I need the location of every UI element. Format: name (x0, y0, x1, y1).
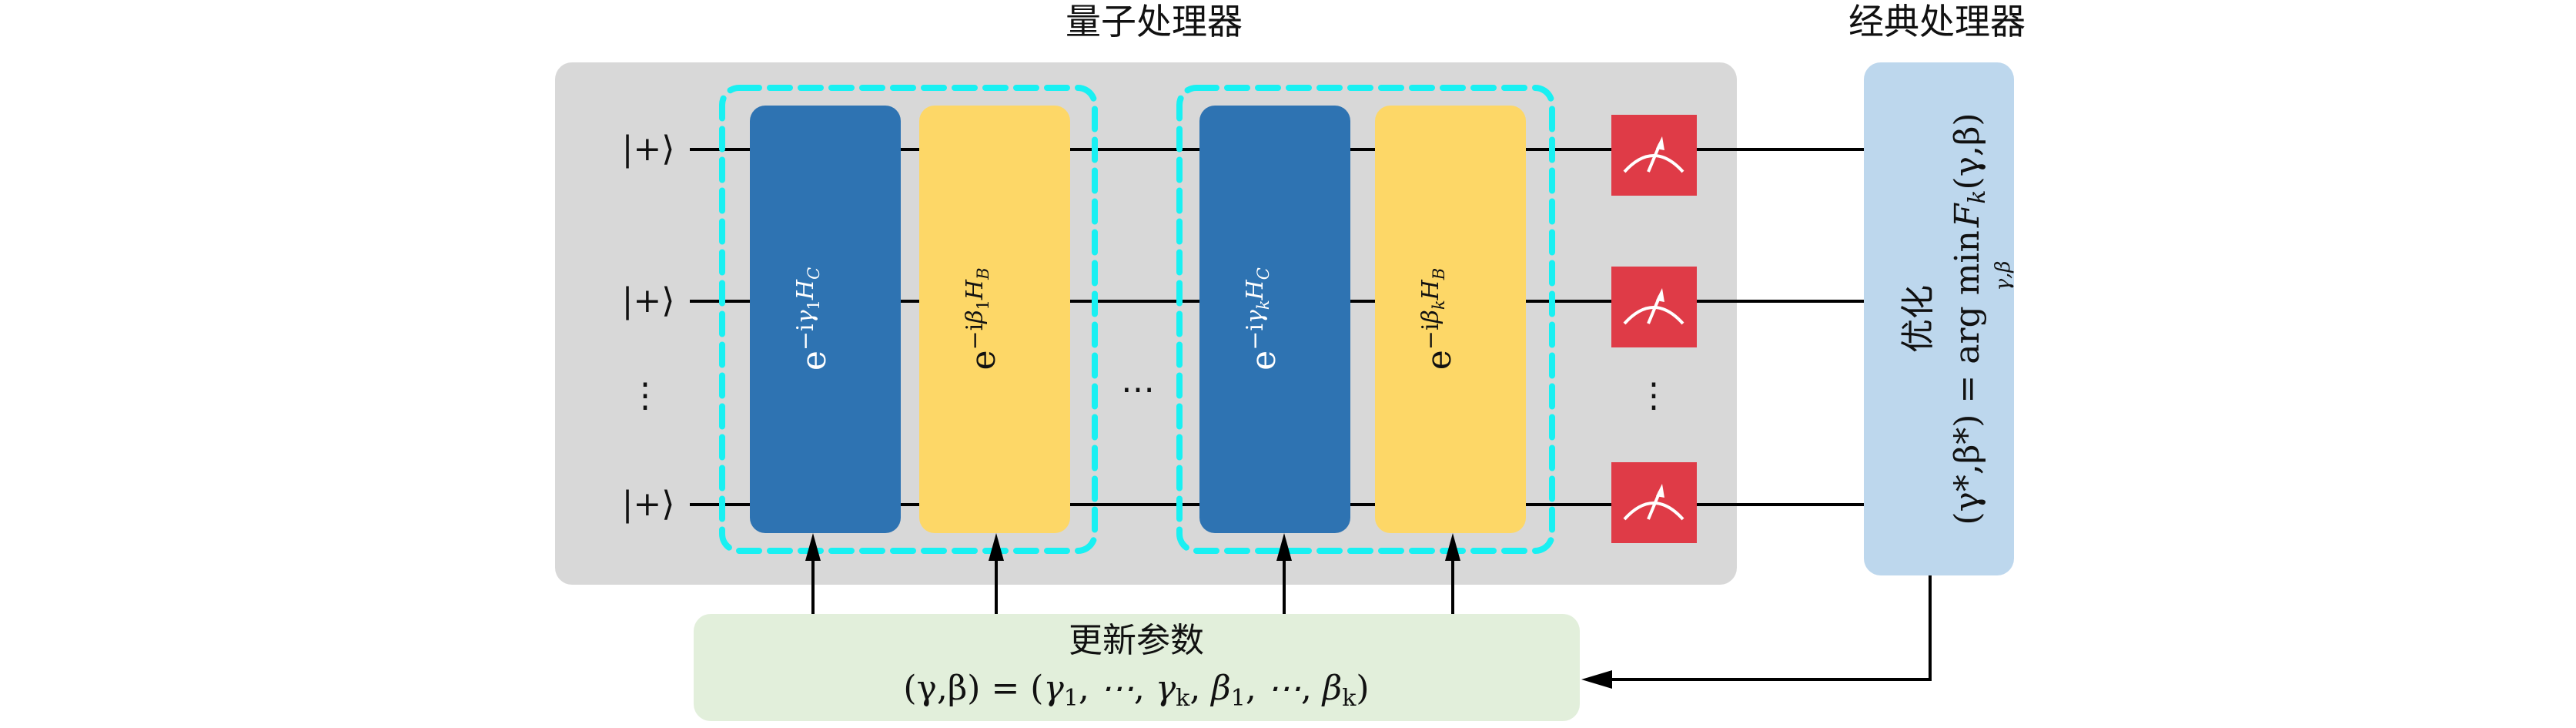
meter-icon (1623, 484, 1684, 521)
measurement-1[interactable] (1611, 115, 1697, 196)
cost-gate-k-label: e−iγkHC (1242, 267, 1283, 371)
measurement-3[interactable] (1611, 462, 1697, 543)
layer-k-outline (1176, 85, 1555, 554)
qubit-ellipsis: ⋮ (628, 376, 662, 415)
param-arrow-4 (1445, 533, 1460, 614)
param-arrow-2 (989, 533, 1004, 614)
measurement-2[interactable] (1611, 267, 1697, 347)
layer-1: e−iγ1HC e−iβ1HB (750, 106, 1070, 533)
classical-processor-title: 经典处理器 (1848, 1, 2026, 42)
feedback-line (1592, 575, 1932, 681)
layer-k: e−iγkHC e−iβkHB (1199, 106, 1526, 533)
param-arrow-3 (1276, 533, 1292, 614)
mixer-gate-1-label: e−iβ1HB (962, 267, 1003, 370)
update-params-formula: (γ,β) = (γ1, ⋯, γk, β1, ⋯, βk) (903, 669, 1369, 712)
qubit-label-2: |+⟩ (622, 281, 675, 320)
cost-gate-1[interactable] (750, 106, 901, 533)
param-arrows (805, 533, 1460, 614)
update-params-box[interactable] (694, 614, 1580, 721)
update-params-title: 更新参数 (1069, 621, 1204, 660)
feedback-arrowhead (1581, 670, 1612, 689)
mixer-gate-1[interactable] (919, 106, 1070, 533)
quantum-processor-title: 量子处理器 (1066, 1, 1243, 42)
meter-icon (1623, 136, 1684, 173)
param-arrow-1 (805, 533, 821, 614)
cost-gate-k[interactable] (1199, 106, 1350, 533)
mixer-gate-k[interactable] (1375, 106, 1526, 533)
measure-ellipsis: ⋮ (1637, 376, 1671, 415)
optimizer-content: 优化 (γ*,β*) = arg minFk(γ,β) γ,β (1899, 112, 2015, 525)
mixer-gate-k-label: e−iβkHB (1417, 268, 1459, 370)
cost-gate-1-label: e−iγ1HC (792, 267, 834, 371)
optimizer-title: 优化 (1899, 285, 1938, 353)
qubit-label-n: |+⟩ (622, 485, 675, 524)
optimizer-formula: (γ*,β*) = arg minFk(γ,β) (1948, 112, 1991, 525)
meter-icon (1623, 288, 1684, 325)
measurements (1611, 115, 1697, 543)
optimizer-formula-subscript: γ,β (1992, 261, 2015, 291)
layer-ellipsis: ⋯ (1121, 370, 1155, 409)
layer-1-outline (719, 85, 1098, 554)
qubit-inputs: |+⟩ |+⟩ ⋮ |+⟩ (622, 129, 675, 524)
optimizer-box[interactable] (1864, 62, 2014, 575)
qubit-label-1: |+⟩ (622, 129, 675, 169)
quantum-processor-panel (555, 62, 1737, 585)
